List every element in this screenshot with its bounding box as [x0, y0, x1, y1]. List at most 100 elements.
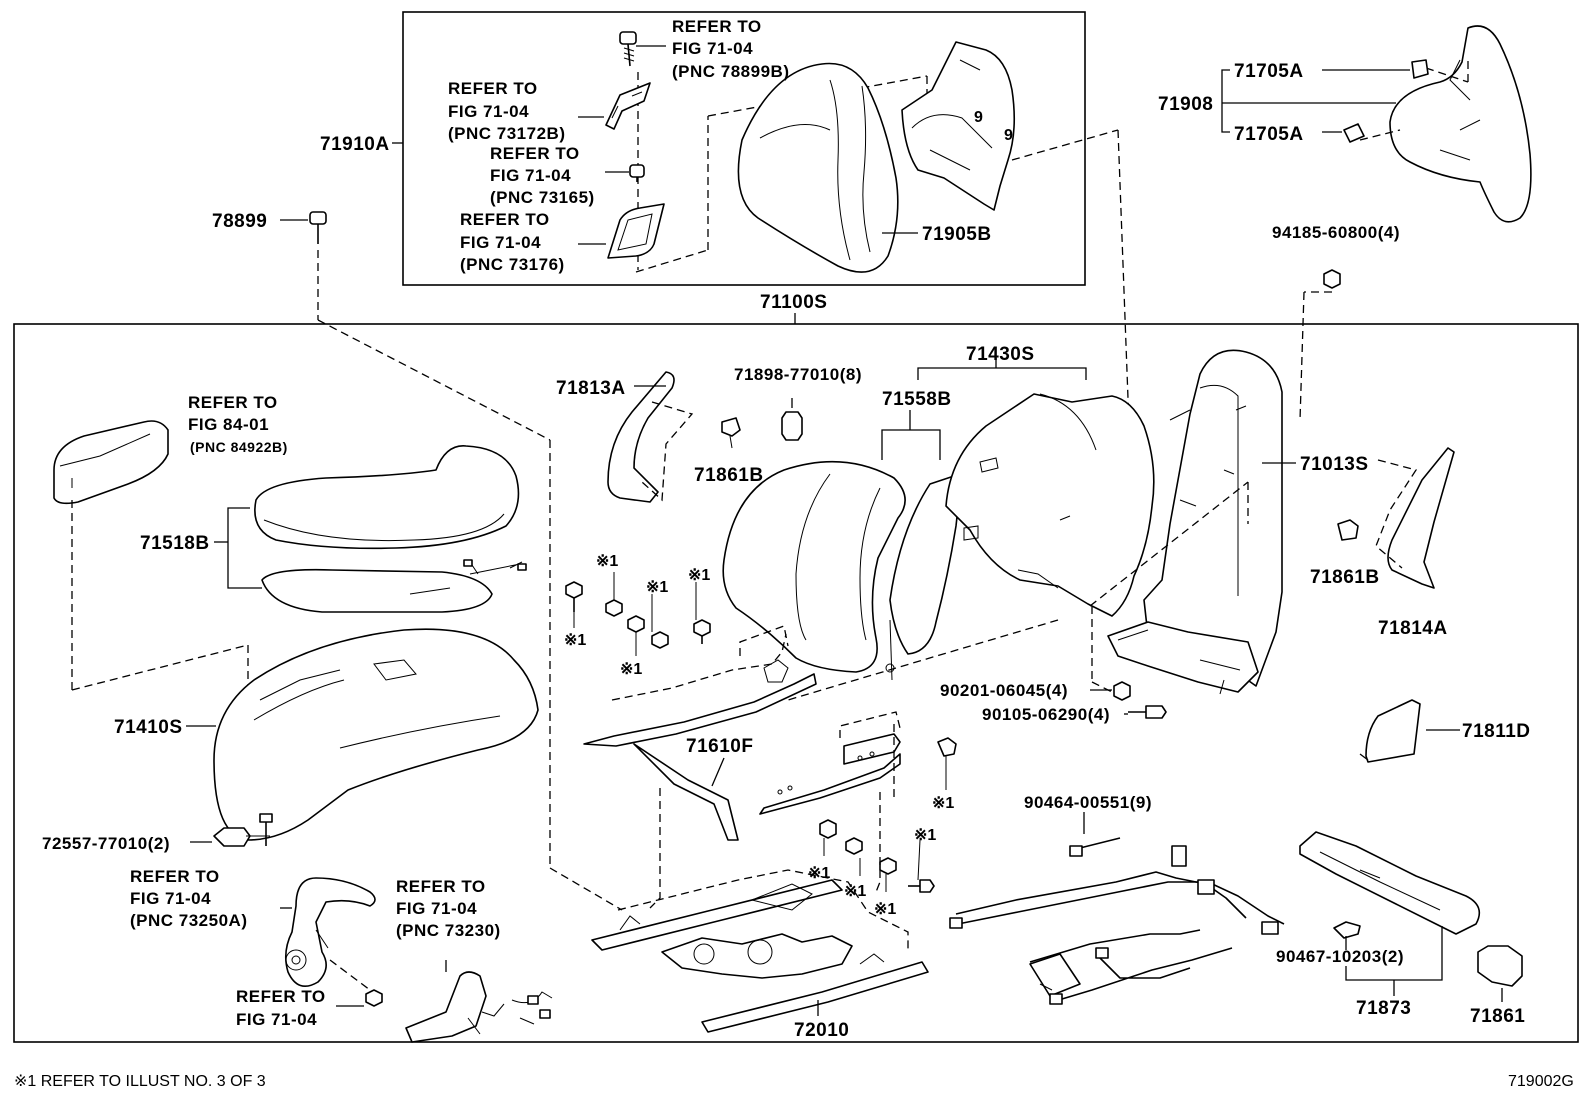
ref-73230-line2: FIG 71-04 — [396, 899, 477, 918]
seatback-side-garnish-71813A — [607, 371, 675, 503]
headrest-frame-bracket: 9 9 — [901, 41, 1016, 211]
ref-73250A-line3: (PNC 73250A) — [130, 911, 248, 930]
marker-1a: ※1 — [596, 553, 618, 570]
nut-90201 — [1113, 681, 1131, 701]
label-71610F: 71610F — [686, 736, 753, 757]
label-71861B-center: 71861B — [694, 465, 764, 486]
ref-78899B-line1: REFER TO — [672, 17, 762, 36]
marker-1b: ※1 — [646, 579, 668, 596]
marker-1d: ※1 — [564, 632, 586, 649]
ref-73230-line3: (PNC 73230) — [396, 921, 501, 940]
lower-cover-71811D — [1365, 699, 1421, 763]
headrest-guide-bracket — [605, 82, 651, 130]
label-71558B: 71558B — [882, 389, 952, 410]
track-cover-71873 — [1299, 831, 1481, 939]
headrest-rear-cover — [1389, 25, 1532, 223]
svg-text:9: 9 — [974, 109, 983, 126]
label-90467: 90467-10203(2) — [1276, 947, 1404, 966]
ref-73165-line1: REFER TO — [490, 144, 580, 163]
ref-73176-line3: (PNC 73176) — [460, 255, 565, 274]
label-71873: 71873 — [1356, 998, 1411, 1019]
cable-tie-90464 — [1069, 837, 1121, 857]
label-71410S: 71410S — [114, 717, 183, 738]
label-72010: 72010 — [794, 1020, 849, 1041]
clip-71861B-right — [1337, 519, 1359, 541]
label-71861: 71861 — [1470, 1006, 1525, 1027]
ref-84922B-line2: FIG 84-01 — [188, 415, 269, 434]
label-90105: 90105-06290(4) — [982, 705, 1110, 724]
ref-73165-line2: FIG 71-04 — [490, 166, 571, 185]
seat-belt-retractor — [284, 877, 376, 988]
label-71518B: 71518B — [140, 533, 210, 554]
ref-73176-line1: REFER TO — [460, 210, 550, 229]
label-71910A: 71910A — [320, 134, 390, 155]
wire-harness — [949, 845, 1285, 1005]
ref-73230-line1: REFER TO — [396, 877, 486, 896]
label-71813A: 71813A — [556, 378, 626, 399]
marker-1c: ※1 — [688, 567, 710, 584]
clip-71861B-center — [721, 417, 741, 449]
ref-73250A-line2: FIG 71-04 — [130, 889, 211, 908]
retractor-nut — [365, 989, 383, 1007]
headrest-pole-screw — [619, 31, 637, 67]
clip-71898 — [781, 411, 803, 441]
clip-72557 — [213, 813, 273, 847]
label-71100S: 71100S — [760, 292, 827, 313]
label-71430S: 71430S — [966, 344, 1035, 365]
cover-clip-upper — [1411, 59, 1429, 79]
ref-73172B-line1: REFER TO — [448, 79, 538, 98]
marker-1f: ※1 — [932, 795, 954, 812]
label-72557: 72557-77010(2) — [42, 834, 170, 853]
seat-heater-mat — [261, 559, 527, 613]
svg-text:9: 9 — [1004, 127, 1013, 144]
marker-1e: ※1 — [620, 661, 642, 678]
seat-cushion-pad — [254, 445, 520, 550]
ref-73172B-line2: FIG 71-04 — [448, 102, 529, 121]
label-71908: 71908 — [1158, 94, 1213, 115]
ref-73165-line3: (PNC 73165) — [490, 188, 595, 207]
seatback-frame-71013S — [1107, 349, 1283, 695]
label-90464: 90464-00551(9) — [1024, 793, 1152, 812]
headrest-pad — [737, 62, 899, 273]
label-94185: 94185-60800(4) — [1272, 223, 1400, 242]
seat-cushion-frame — [213, 628, 539, 841]
seat-adjuster-72010 — [591, 879, 929, 1033]
label-71013S: 71013S — [1300, 454, 1369, 475]
seat-assembly-frame — [13, 323, 1579, 1043]
label-71705A-lower: 71705A — [1234, 124, 1304, 145]
headrest-bezel — [607, 203, 665, 259]
marker-1h: ※1 — [808, 865, 830, 882]
footnote: ※1 REFER TO ILLUST NO. 3 OF 3 — [14, 1073, 266, 1090]
bolt-90105 — [1128, 705, 1167, 719]
label-78899: 78899 — [212, 211, 267, 232]
seat-side-cover-84922B — [53, 420, 169, 505]
seatback-side-garnish-71814A — [1387, 447, 1455, 589]
label-71705A-upper: 71705A — [1234, 61, 1304, 82]
bolt-78899 — [309, 211, 327, 244]
label-71905B: 71905B — [922, 224, 992, 245]
ref-84922B-line1: REFER TO — [188, 393, 278, 412]
label-71898: 71898-77010(8) — [734, 365, 862, 384]
label-71811D: 71811D — [1462, 721, 1531, 742]
headrest-group-frame — [402, 11, 1086, 286]
ref-78899B-line3: (PNC 78899B) — [672, 62, 790, 81]
ref-84922B-line3: (PNC 84922B) — [190, 439, 288, 455]
cover-clip-lower — [1343, 123, 1365, 143]
headrest-clip — [629, 164, 645, 182]
marker-1j: ※1 — [874, 901, 896, 918]
ref-73172B-line3: (PNC 73172B) — [448, 124, 566, 143]
ref-73176-line2: FIG 71-04 — [460, 233, 541, 252]
bracket-71861 — [1477, 945, 1523, 987]
fasteners-marked — [565, 581, 957, 893]
ref-7104-line2: FIG 71-04 — [236, 1010, 317, 1029]
marker-1i: ※1 — [844, 883, 866, 900]
ref-73250A-line1: REFER TO — [130, 867, 220, 886]
marker-1g: ※1 — [914, 827, 936, 844]
illustration-id: 719002G — [1508, 1073, 1574, 1090]
seatback-pad-71558B — [889, 475, 959, 655]
label-71861B-right: 71861B — [1310, 567, 1380, 588]
label-90201: 90201-06045(4) — [940, 681, 1068, 700]
seatback-cover — [722, 460, 906, 681]
ref-7104-line1: REFER TO — [236, 987, 326, 1006]
